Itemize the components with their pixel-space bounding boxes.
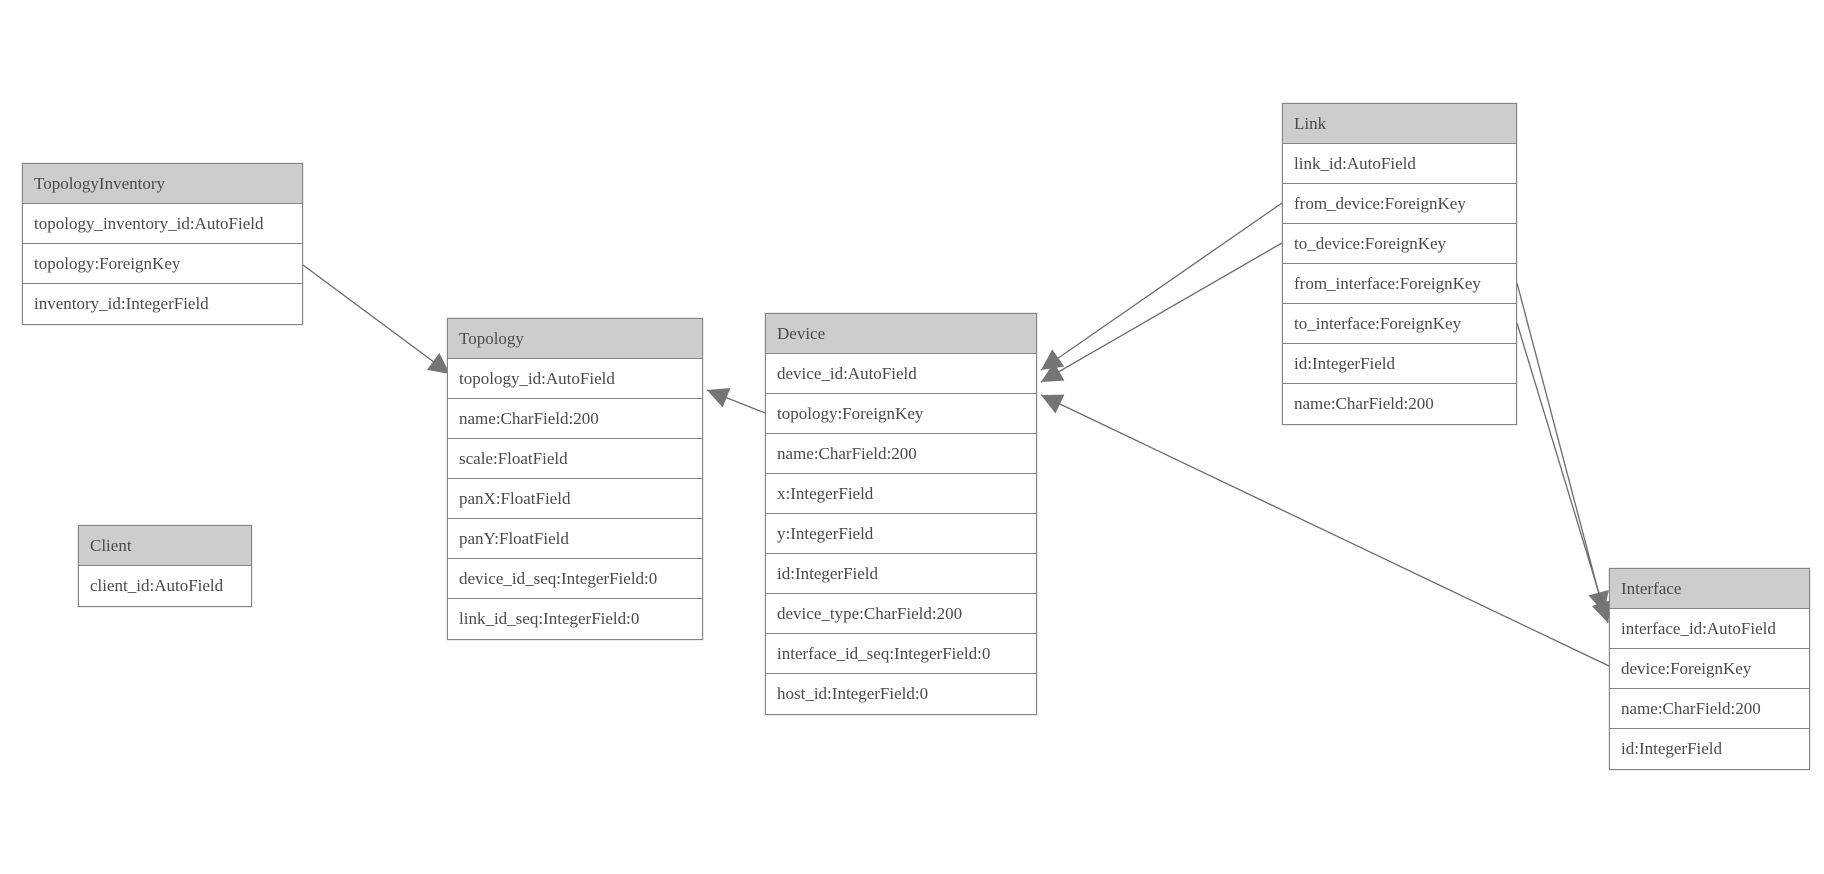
entity-field-row: id:IntegerField — [1610, 729, 1809, 769]
entity-field-row: interface_id:AutoField — [1610, 609, 1809, 649]
entity-field-row: interface_id_seq:IntegerField:0 — [766, 634, 1036, 674]
entity-field-row: x:IntegerField — [766, 474, 1036, 514]
entity-field-row: device:ForeignKey — [1610, 649, 1809, 689]
entity-field-row: panY:FloatField — [448, 519, 702, 559]
entity-title: TopologyInventory — [23, 164, 302, 204]
entity-field-row: name:CharField:200 — [1610, 689, 1809, 729]
entity-field-row: from_interface:ForeignKey — [1283, 264, 1516, 304]
entity-field-row: inventory_id:IntegerField — [23, 284, 302, 324]
relationship-interface-device — [1040, 394, 1610, 667]
entity-field-row: from_device:ForeignKey — [1283, 184, 1516, 224]
entity-field-row: topology_inventory_id:AutoField — [23, 204, 302, 244]
relationship-link-from_interface — [1516, 282, 1609, 614]
entity-title: Link — [1283, 104, 1516, 144]
entity-field-row: name:CharField:200 — [766, 434, 1036, 474]
relationship-link-to_interface — [1516, 322, 1612, 624]
entity-field-row: panX:FloatField — [448, 479, 702, 519]
entity-field-row: topology:ForeignKey — [23, 244, 302, 284]
entity-field-row: device_id:AutoField — [766, 354, 1036, 394]
relationship-link-to_device — [1040, 242, 1283, 383]
entity-field-row: to_device:ForeignKey — [1283, 224, 1516, 264]
entity-field-row: id:IntegerField — [1283, 344, 1516, 384]
entity-field-row: name:CharField:200 — [448, 399, 702, 439]
relationship-device-topology — [706, 387, 766, 414]
entity-field-row: host_id:IntegerField:0 — [766, 674, 1036, 714]
entity-field-row: y:IntegerField — [766, 514, 1036, 554]
relationship-link-from_device — [1040, 202, 1283, 371]
entity-field-row: device_id_seq:IntegerField:0 — [448, 559, 702, 599]
entity-field-row: scale:FloatField — [448, 439, 702, 479]
entity-field-row: client_id:AutoField — [79, 566, 251, 606]
entity-field-row: name:CharField:200 — [1283, 384, 1516, 424]
entity-title: Topology — [448, 319, 702, 359]
entity-field-row: link_id:AutoField — [1283, 144, 1516, 184]
entity-field-row: device_type:CharField:200 — [766, 594, 1036, 634]
entity-field-row: link_id_seq:IntegerField:0 — [448, 599, 702, 639]
entity-field-row: id:IntegerField — [766, 554, 1036, 594]
entity-title: Client — [79, 526, 251, 566]
entity-field-row: topology_id:AutoField — [448, 359, 702, 399]
entity-title: Interface — [1610, 569, 1809, 609]
entity-field-row: topology:ForeignKey — [766, 394, 1036, 434]
entity-title: Device — [766, 314, 1036, 354]
entity-field-row: to_interface:ForeignKey — [1283, 304, 1516, 344]
relationship-topologyinventory-topology — [302, 264, 451, 375]
